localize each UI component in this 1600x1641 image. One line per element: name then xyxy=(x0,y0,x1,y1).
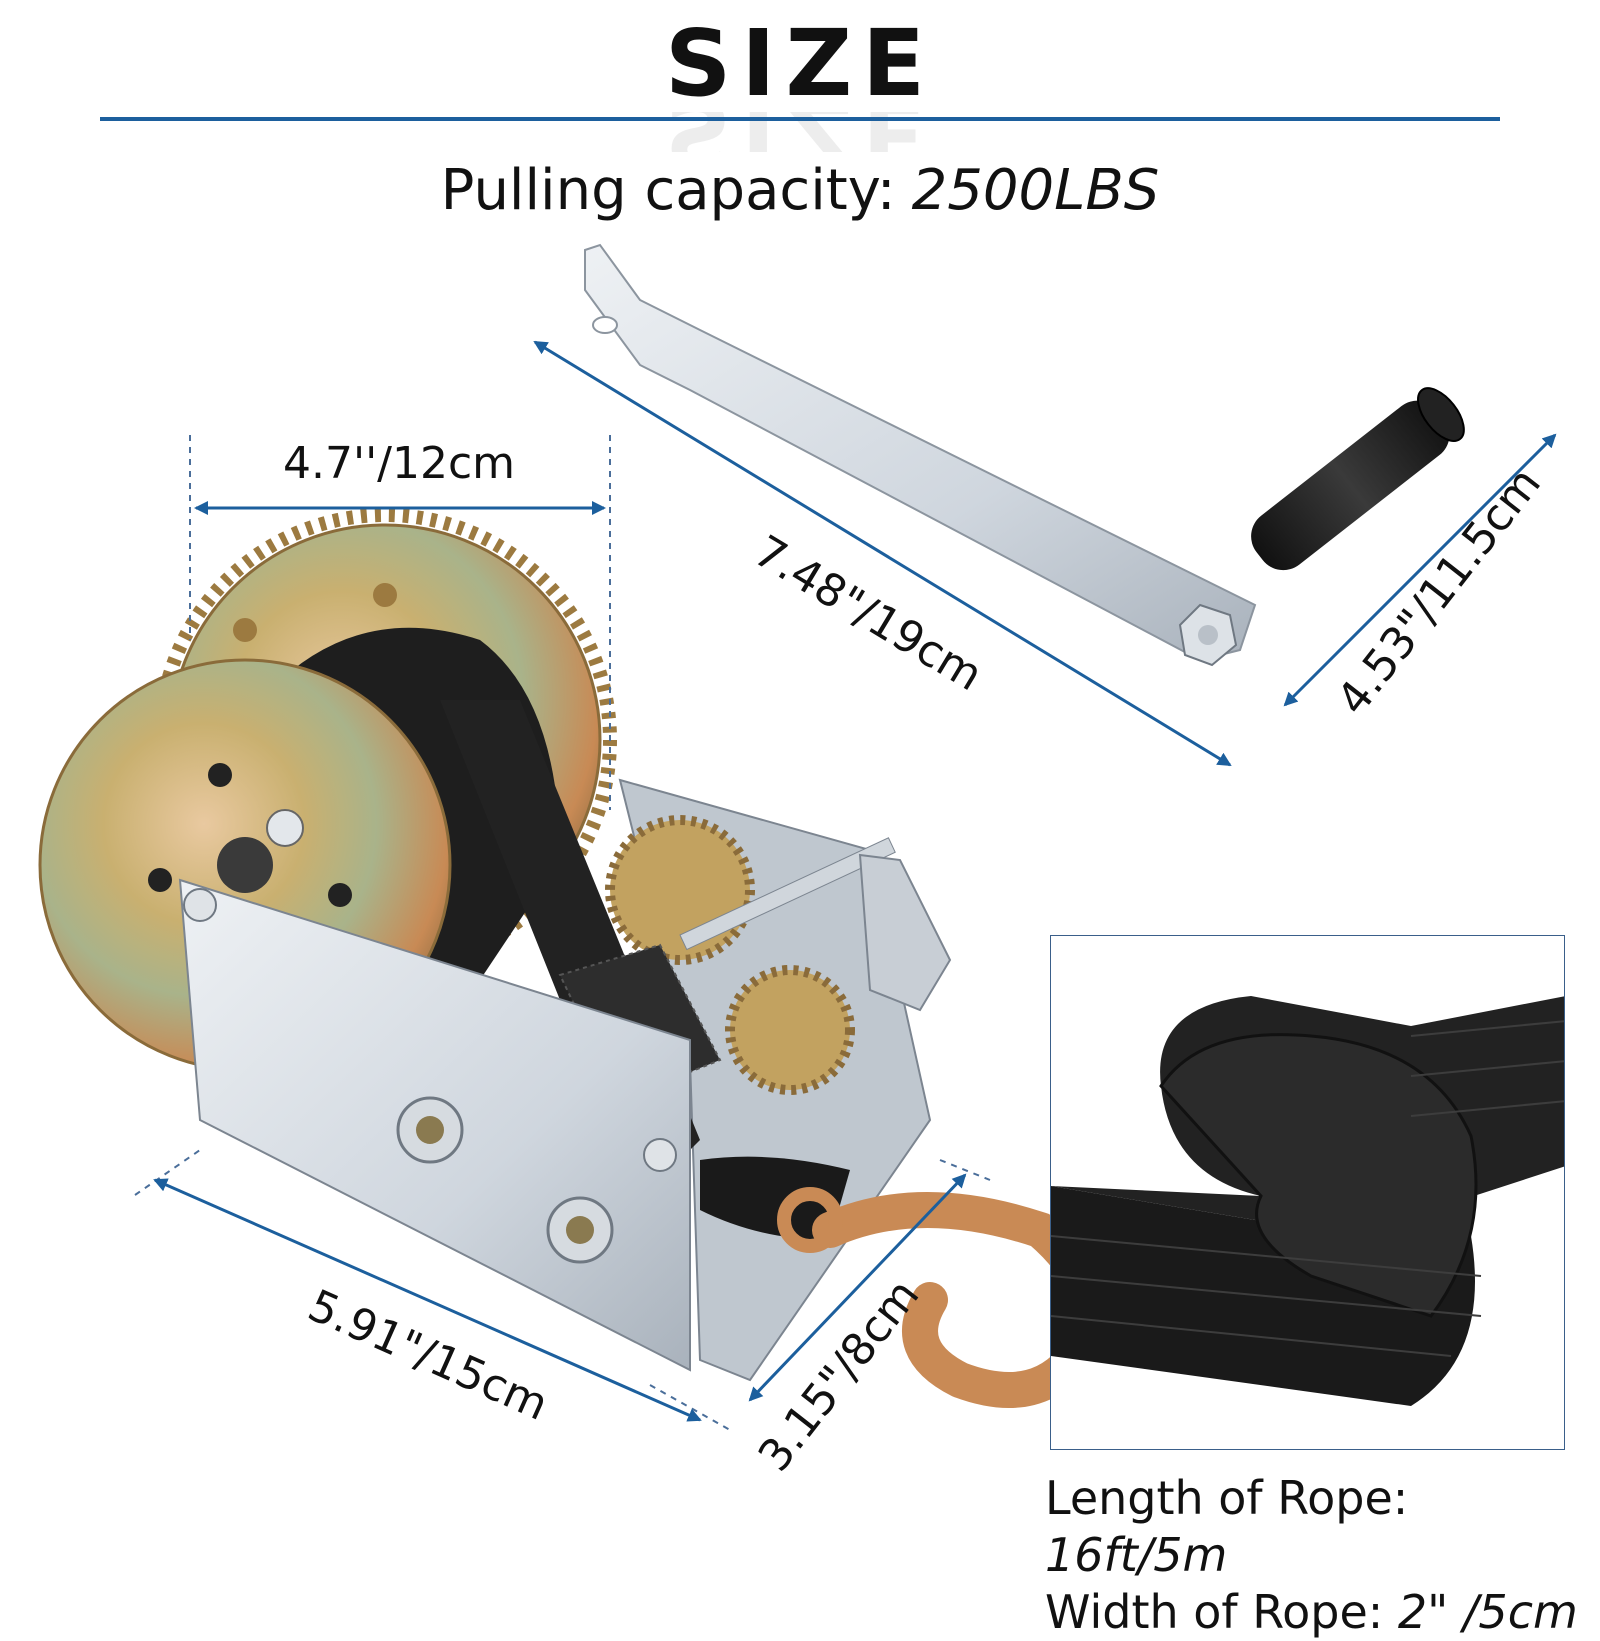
rope-length-label: Length of Rope: xyxy=(1045,1471,1409,1525)
page-title: SIZE xyxy=(664,10,936,117)
dim-base-width-line xyxy=(748,1173,967,1402)
dim-base-length-line xyxy=(153,1178,702,1422)
pulling-capacity-label: Pulling capacity: xyxy=(440,158,896,223)
title-divider xyxy=(100,117,1500,121)
rope-width-value: 2" /5cm xyxy=(1397,1585,1578,1639)
pulling-capacity-value: 2500LBS xyxy=(911,158,1160,223)
pulling-capacity: Pulling capacity:2500LBS xyxy=(0,158,1600,223)
rope-specs: Length of Rope: 16ft/5m Width of Rope: 2… xyxy=(1045,1470,1600,1641)
dim-handle-length-line xyxy=(533,340,1232,767)
rope-width-row: Width of Rope: 2" /5cm xyxy=(1045,1584,1600,1641)
winch-illustration xyxy=(38,243,1557,1431)
dimension-lines xyxy=(134,340,1557,1431)
dim-handle-grip-line xyxy=(1283,433,1557,707)
strap-detail-inset xyxy=(1050,935,1565,1450)
rope-length-value: 16ft/5m xyxy=(1045,1528,1228,1582)
strap-detail-image xyxy=(1051,936,1564,1449)
dim-drum-width-label: 4.7''/12cm xyxy=(283,438,516,489)
rope-width-label: Width of Rope: xyxy=(1045,1585,1384,1639)
rope-length-row: Length of Rope: 16ft/5m xyxy=(1045,1470,1600,1584)
